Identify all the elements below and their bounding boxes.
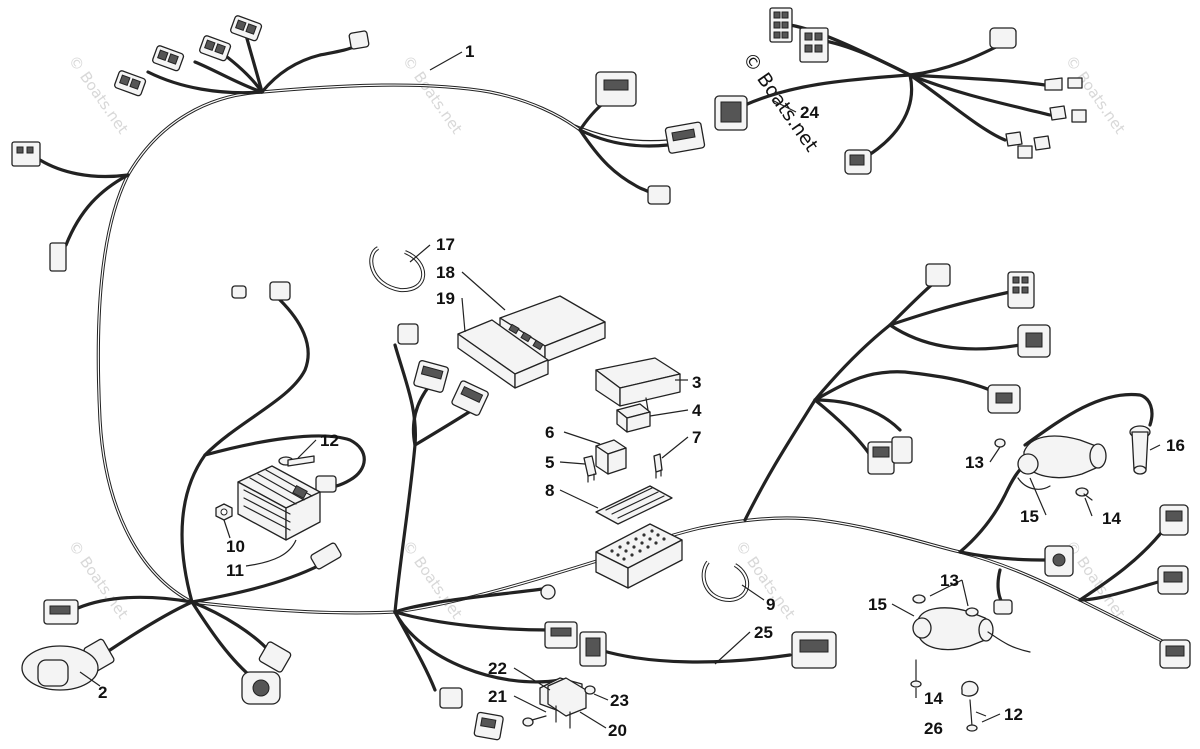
sensor-20 xyxy=(547,677,587,729)
main-harness xyxy=(38,33,1172,692)
callout-8: 8 xyxy=(545,481,554,500)
callout-7: 7 xyxy=(692,428,701,447)
callout-11: 11 xyxy=(226,561,244,580)
nut-10 xyxy=(215,503,233,521)
callout-15a: 15 xyxy=(1020,507,1039,526)
callout-1: 1 xyxy=(465,42,474,61)
washer-13-lower xyxy=(912,594,979,617)
callout-10: 10 xyxy=(226,537,245,556)
relay-6 xyxy=(595,439,627,475)
fuse-7 xyxy=(653,453,663,479)
screw-21 xyxy=(522,715,547,727)
nut-23 xyxy=(584,685,596,695)
cap-16 xyxy=(1129,425,1151,475)
sub-harness-24 xyxy=(743,23,1052,162)
fuse-block xyxy=(595,523,683,589)
regulator-11 xyxy=(237,465,321,541)
coil-15-upper xyxy=(1017,435,1107,490)
watermark-text: © Boats.net xyxy=(1062,52,1129,137)
callout-3: 3 xyxy=(692,373,701,392)
callout-2: 2 xyxy=(98,683,107,702)
coil-15-lower xyxy=(912,607,1031,653)
washer-13-upper xyxy=(994,438,1006,448)
callout-14b: 14 xyxy=(924,689,943,708)
callout-25: 25 xyxy=(754,623,773,642)
callout-5: 5 xyxy=(545,453,554,472)
callout-23: 23 xyxy=(610,691,629,710)
relay-4 xyxy=(616,403,651,433)
clamp-26 xyxy=(961,680,979,732)
callout-17: 17 xyxy=(436,235,455,254)
callout-labels: 1 2 3 4 5 6 7 8 9 10 11 12 12 13 13 14 1… xyxy=(98,42,1185,740)
callout-14a: 14 xyxy=(1102,509,1121,528)
callout-6: 6 xyxy=(545,423,554,442)
callout-12b: 12 xyxy=(1004,705,1023,724)
watermark-text: © Boats.net xyxy=(65,52,132,137)
fuse-5 xyxy=(583,455,597,483)
callout-18: 18 xyxy=(436,263,455,282)
callout-12a: 12 xyxy=(320,431,339,450)
callout-9: 9 xyxy=(766,595,775,614)
callout-22: 22 xyxy=(488,659,507,678)
clamp-9 xyxy=(701,560,750,603)
sub-harness-connectors xyxy=(714,7,1087,175)
module-19 xyxy=(457,319,549,389)
callout-13a: 13 xyxy=(965,453,984,472)
screw-14-lower xyxy=(910,659,922,688)
components xyxy=(215,246,1151,732)
clamp-17 xyxy=(369,246,426,293)
label-8 xyxy=(595,485,673,525)
harness-connectors xyxy=(11,15,1191,741)
callout-24: 24 xyxy=(800,103,819,122)
callout-20: 20 xyxy=(608,721,627,740)
callout-19: 19 xyxy=(436,289,455,308)
callout-16: 16 xyxy=(1166,436,1185,455)
callout-13b: 13 xyxy=(940,571,959,590)
callout-21: 21 xyxy=(488,687,507,706)
screw-12-left xyxy=(278,455,315,467)
fuse-box-cover-3 xyxy=(595,357,681,411)
callout-4: 4 xyxy=(692,401,702,420)
leader-lines xyxy=(79,51,1161,729)
watermark-text: © Boats.net xyxy=(399,52,466,137)
callout-15b: 15 xyxy=(868,595,887,614)
screw-14-upper xyxy=(1075,487,1093,501)
callout-26: 26 xyxy=(924,719,943,738)
